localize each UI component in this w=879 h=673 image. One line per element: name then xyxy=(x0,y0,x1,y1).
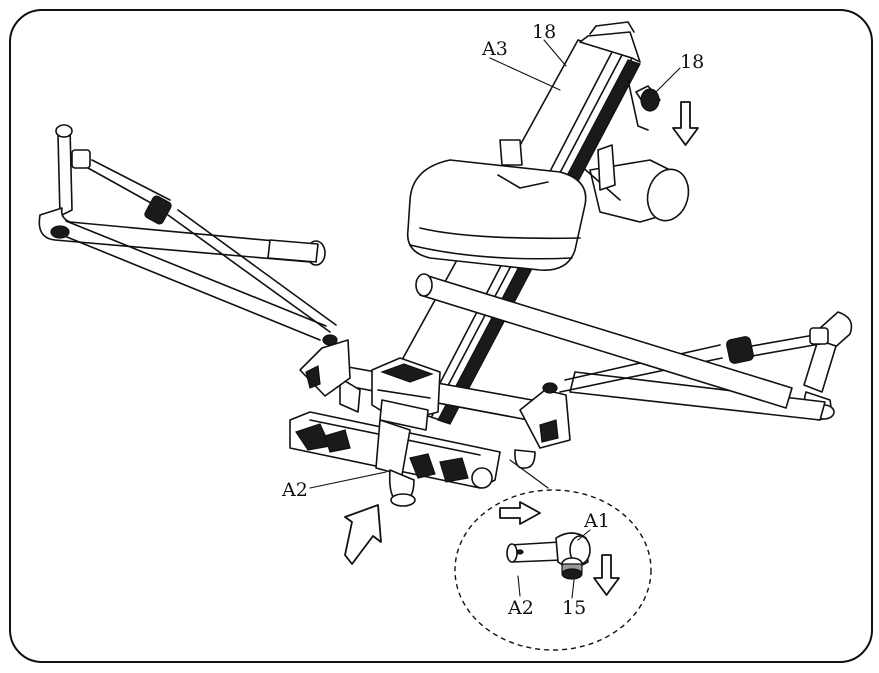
label-part-18-left: 18 xyxy=(532,21,556,43)
left-pivot-bracket xyxy=(299,334,351,397)
label-part-15-detail: 15 xyxy=(562,597,586,619)
label-a2-main: A2 xyxy=(281,479,308,501)
leader-18-right xyxy=(651,67,681,97)
leader-18-left xyxy=(543,39,567,67)
left-handle-arm xyxy=(38,124,337,341)
right-handle-arm xyxy=(559,311,853,421)
leader-a3 xyxy=(489,57,561,91)
monitor-housing xyxy=(371,357,441,431)
seat xyxy=(406,139,587,271)
arrow-down-top-icon xyxy=(672,101,699,146)
label-a1-detail: A1 xyxy=(583,510,610,532)
knob-18 xyxy=(627,79,661,131)
detail-callout xyxy=(454,489,652,651)
leader-detail xyxy=(509,459,549,489)
arrow-right-detail-icon xyxy=(499,501,541,525)
right-pivot-bracket xyxy=(519,382,571,449)
label-a3: A3 xyxy=(481,38,508,60)
label-part-18-right: 18 xyxy=(680,51,704,73)
front-mount-tube xyxy=(375,419,536,507)
front-cross-tube xyxy=(415,273,793,409)
leader-a2 xyxy=(309,471,387,489)
arrow-up-bottom-icon xyxy=(344,504,382,565)
frame-border xyxy=(9,9,873,663)
rear-stabilizer xyxy=(579,144,690,223)
arrow-down-detail-icon xyxy=(593,554,620,596)
label-a2-detail: A2 xyxy=(507,597,534,619)
